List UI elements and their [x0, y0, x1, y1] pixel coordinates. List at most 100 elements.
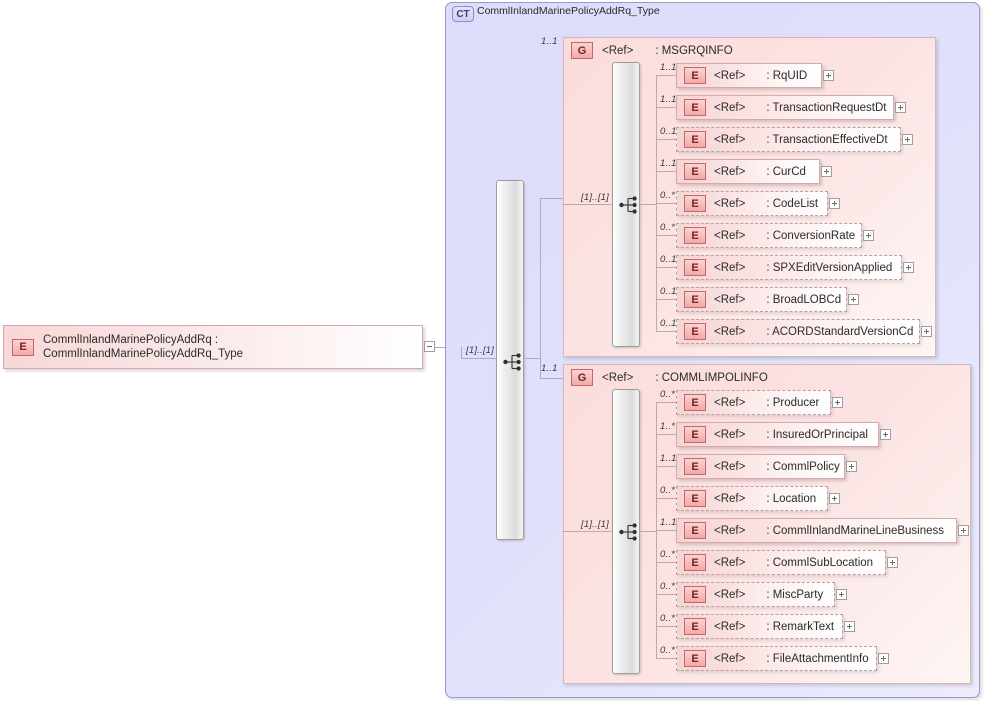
expand-plus-box-icon[interactable]	[846, 461, 857, 472]
element-node-transactionrequestdt[interactable]: E <Ref> : TransactionRequestDt	[676, 95, 894, 120]
fanout-stub-commlimpolinfo	[640, 531, 656, 532]
element-cardinality: 0..1	[660, 254, 677, 265]
element-ref-label: <Ref>	[714, 428, 746, 441]
expand-plus-box-icon[interactable]	[848, 294, 859, 305]
element-node-remarktext[interactable]: E <Ref> : RemarkText	[676, 614, 843, 639]
element-node-commlsublocation[interactable]: E <Ref> : CommlSubLocation	[676, 550, 886, 575]
element-node-miscparty[interactable]: E <Ref> : MiscParty	[676, 582, 835, 607]
expand-plus-box-icon[interactable]	[887, 557, 898, 568]
element-node-rquid[interactable]: E <Ref> : RqUID	[676, 63, 822, 88]
expand-plus-box-icon[interactable]	[836, 589, 847, 600]
element-cardinality: 0..*	[660, 190, 676, 201]
outer-sequence-inbound-line	[461, 358, 496, 359]
expand-plus-box-icon[interactable]	[958, 525, 969, 536]
element-badge-icon: E	[684, 426, 706, 443]
element-badge-icon: E	[684, 554, 706, 571]
row-connector	[656, 594, 676, 595]
root-minus-box-icon[interactable]	[424, 341, 435, 352]
element-node-transactioneffectivedt[interactable]: E <Ref> : TransactionEffectiveDt	[676, 127, 901, 152]
element-name-label: : RqUID	[766, 69, 808, 82]
element-node-spxeditversionapplied[interactable]: E <Ref> : SPXEditVersionApplied	[676, 255, 902, 280]
expand-plus-box-icon[interactable]	[829, 493, 840, 504]
element-badge-icon: E	[12, 338, 34, 356]
expand-plus-box-icon[interactable]	[863, 230, 874, 241]
element-cardinality: 0..*	[660, 613, 676, 624]
element-ref-label: <Ref>	[714, 492, 746, 505]
element-node-curcd[interactable]: E <Ref> : CurCd	[676, 159, 820, 184]
row-connector	[656, 466, 676, 467]
expand-plus-box-icon[interactable]	[902, 134, 913, 145]
element-cardinality: 1..*	[660, 421, 676, 432]
sequence-compositor-icon[interactable]	[619, 522, 643, 542]
expand-plus-box-icon[interactable]	[878, 653, 889, 664]
element-badge-icon: E	[684, 650, 706, 667]
element-node-broadlobcd[interactable]: E <Ref> : BroadLOBCd	[676, 287, 847, 312]
branch-to-group-commlimpolinfo	[540, 378, 563, 379]
element-name-label: : MiscParty	[766, 588, 824, 601]
element-node-codelist[interactable]: E <Ref> : CodeList	[676, 191, 828, 216]
row-connector	[656, 562, 676, 563]
element-name-label: : CommlSubLocation	[766, 556, 874, 569]
element-ref-label: <Ref>	[714, 524, 746, 537]
element-node-fileattachmentinfo[interactable]: E <Ref> : FileAttachmentInfo	[676, 646, 877, 671]
element-badge-icon: E	[684, 195, 706, 212]
element-node-commlinlandmarinelinebusiness[interactable]: E <Ref> : CommlInlandMarineLineBusiness	[676, 518, 957, 543]
element-node-conversionrate[interactable]: E <Ref> : ConversionRate	[676, 223, 862, 248]
element-name-label: : Location	[766, 492, 817, 505]
expand-plus-box-icon[interactable]	[921, 326, 932, 337]
element-name-label: : InsuredOrPrincipal	[766, 428, 868, 441]
element-node-acordstandardversioncd[interactable]: E <Ref> : ACORDStandardVersionCd	[676, 319, 920, 344]
expand-plus-box-icon[interactable]	[844, 621, 855, 632]
element-cardinality: 0..*	[660, 645, 676, 656]
element-badge-icon: E	[684, 259, 706, 276]
element-badge-icon: E	[684, 618, 706, 635]
element-name-label: : ACORDStandardVersionCd	[766, 325, 914, 338]
group-header-msgrqinfo[interactable]: G <Ref> : MSGRQINFO	[571, 42, 733, 59]
outer-sequence-cardinality: [1]..[1]	[466, 345, 495, 356]
group-cardinality-0: 1..1	[541, 36, 558, 47]
element-cardinality: 1..1	[660, 94, 677, 105]
row-connector	[656, 498, 676, 499]
row-connector	[656, 171, 676, 172]
inner-sequence-inbound-msgrqinfo	[563, 204, 612, 205]
expand-plus-box-icon[interactable]	[821, 166, 832, 177]
expand-plus-box-icon[interactable]	[903, 262, 914, 273]
expand-plus-box-icon[interactable]	[823, 70, 834, 81]
element-badge-icon: E	[684, 490, 706, 507]
outer-branch-riser	[540, 198, 541, 378]
element-cardinality: 0..*	[660, 485, 676, 496]
element-cardinality: 0..1	[660, 318, 677, 329]
element-node-commlpolicy[interactable]: E <Ref> : CommlPolicy	[676, 454, 845, 479]
row-connector	[656, 658, 676, 659]
element-ref-label: <Ref>	[714, 652, 746, 665]
element-badge-icon: E	[684, 163, 706, 180]
element-cardinality: 1..1	[660, 517, 677, 528]
branch-to-group-msgrqinfo	[540, 198, 563, 199]
expand-plus-box-icon[interactable]	[880, 429, 891, 440]
element-badge-icon: E	[684, 323, 706, 340]
element-badge-icon: E	[684, 227, 706, 244]
sequence-compositor-icon[interactable]	[503, 352, 527, 372]
inner-sequence-cardinality-msgrqinfo: [1]..[1]	[581, 192, 610, 203]
expand-plus-box-icon[interactable]	[895, 102, 906, 113]
expand-plus-box-icon[interactable]	[832, 397, 843, 408]
fanout-stub-msgrqinfo	[640, 204, 656, 205]
element-name-label: : SPXEditVersionApplied	[766, 261, 893, 274]
element-ref-label: <Ref>	[714, 293, 746, 306]
sequence-compositor-icon[interactable]	[619, 195, 643, 215]
row-connector	[656, 75, 676, 76]
element-node-producer[interactable]: E <Ref> : Producer	[676, 390, 831, 415]
root-element-node[interactable]: E CommlInlandMarinePolicyAddRq : CommlIn…	[3, 325, 423, 369]
group-ref-label: <Ref>	[602, 371, 634, 384]
element-badge-icon: E	[684, 394, 706, 411]
element-node-location[interactable]: E <Ref> : Location	[676, 486, 828, 511]
element-cardinality: 1..1	[660, 453, 677, 464]
group-badge-icon: G	[571, 42, 593, 59]
expand-plus-box-icon[interactable]	[829, 198, 840, 209]
element-node-insuredorprincipal[interactable]: E <Ref> : InsuredOrPrincipal	[676, 422, 879, 447]
element-name-label: : BroadLOBCd	[766, 293, 842, 306]
group-header-commlimpolinfo[interactable]: G <Ref> : COMMLIMPOLINFO	[571, 369, 768, 386]
element-badge-icon: E	[684, 131, 706, 148]
complex-type-title: CommlInlandMarinePolicyAddRq_Type	[477, 5, 660, 17]
